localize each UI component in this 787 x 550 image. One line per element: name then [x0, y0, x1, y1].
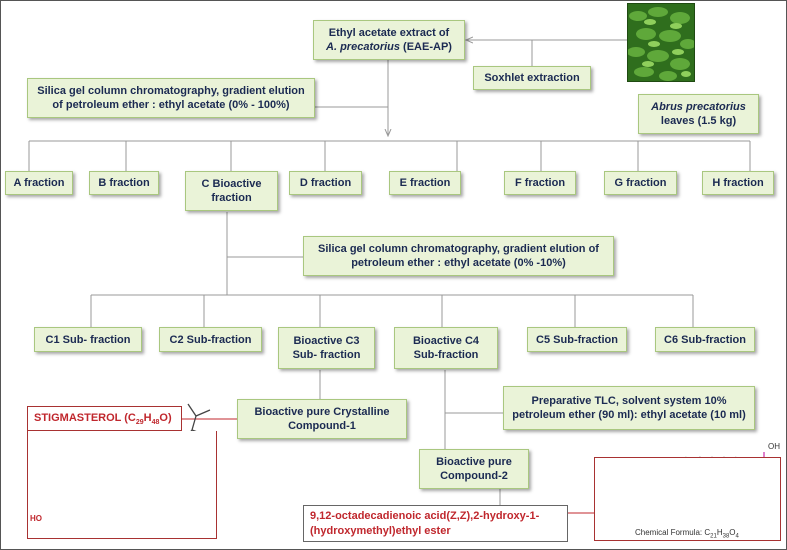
soxhlet-label: Soxhlet extraction [484, 72, 580, 84]
formula-label: Chemical Formula: C [635, 528, 711, 537]
extract-line1: Ethyl acetate extract of [328, 27, 450, 39]
compound-1-box: Bioactive pure Crystalline Compound-1 [237, 399, 407, 439]
compound2-line2: Compound-2 [440, 470, 508, 482]
formula-sub2: 38 [722, 533, 730, 540]
ester-structure-panel [594, 457, 781, 541]
column2-line2: petroleum ether : ethyl acetate (0% -10%… [351, 257, 566, 269]
subfraction-c4-label: Bioactive C4 Sub-fraction [412, 335, 480, 361]
column-chromatography-1: Silica gel column chromatography, gradie… [27, 78, 315, 118]
stigmasterol-name: STIGMASTEROL (C [34, 412, 136, 424]
subfraction-c1-label: C1 Sub- fraction [45, 333, 131, 346]
stigmasterol-sub1: 29 [135, 419, 144, 427]
subfraction-c6: C6 Sub-fraction [655, 327, 755, 352]
preparative-tlc-box: Preparative TLC, solvent system 10% petr… [503, 386, 755, 430]
tlc-line1: Preparative TLC, solvent system 10% [531, 395, 727, 407]
subfraction-c3-label: Bioactive C3 Sub- fraction [292, 335, 361, 361]
fraction-a: A fraction [5, 171, 73, 195]
fraction-b-label: B fraction [98, 177, 150, 189]
fraction-g-label: G fraction [614, 177, 667, 189]
fraction-c-label: C Bioactive fraction [201, 178, 262, 204]
fraction-b: B fraction [89, 171, 159, 195]
compound1-line1: Bioactive pure Crystalline [254, 406, 390, 418]
tlc-line2: petroleum ether (90 ml): ethyl acetate (… [512, 409, 746, 421]
stigmasterol-end: O) [159, 412, 172, 424]
fraction-h: H fraction [702, 171, 774, 195]
column1-line2: of petroleum ether : ethyl acetate (0% -… [52, 99, 290, 111]
ester-oh-label: OH [768, 442, 780, 451]
compound-2-box: Bioactive pure Compound-2 [419, 449, 529, 489]
extract-line2: A. precatorius (EAE-AP) [326, 40, 452, 54]
fraction-g: G fraction [604, 171, 677, 195]
fraction-f: F fraction [504, 171, 576, 195]
fraction-d: D fraction [289, 171, 362, 195]
ester-name-line2: (hydroxymethyl)ethyl ester [310, 525, 451, 537]
compound2-line1: Bioactive pure [436, 456, 512, 468]
compound1-line2: Compound-1 [288, 420, 356, 432]
column2-line1: Silica gel column chromatography, gradie… [318, 243, 599, 255]
stigmasterol-ho-label: HO [30, 514, 42, 523]
formula-end: O [729, 528, 736, 537]
leaves-image [628, 7, 694, 81]
subfraction-c2: C2 Sub-fraction [159, 327, 262, 352]
column1-line1: Silica gel column chromatography, gradie… [37, 85, 305, 97]
subfraction-c4-bioactive: Bioactive C4 Sub-fraction [394, 327, 498, 369]
chemical-formula: Chemical Formula: C21H38O4 [635, 528, 739, 540]
extract-code: (EAE-AP) [400, 41, 452, 53]
fraction-f-label: F fraction [514, 177, 566, 189]
stigmasterol-structure-panel [27, 431, 217, 539]
subfraction-c6-label: C6 Sub-fraction [664, 333, 746, 346]
fraction-h-label: H fraction [712, 177, 764, 189]
soxhlet-box: Soxhlet extraction [473, 66, 591, 90]
extract-box: Ethyl acetate extract of A. precatorius … [313, 20, 465, 60]
fraction-a-label: A fraction [13, 177, 65, 189]
subfraction-c1: C1 Sub- fraction [34, 327, 142, 352]
formula-mid: H [716, 528, 723, 537]
subfraction-c3-bioactive: Bioactive C3 Sub- fraction [278, 327, 375, 369]
subfraction-c5: C5 Sub-fraction [527, 327, 627, 352]
fraction-e: E fraction [389, 171, 461, 195]
stigmasterol-mid: H [143, 412, 152, 424]
fraction-c-bioactive: C Bioactive fraction [185, 171, 278, 211]
leaves-photo [627, 3, 695, 82]
extract-species: A. precatorius [326, 41, 400, 53]
fraction-d-label: D fraction [299, 177, 352, 189]
formula-sub3: 4 [735, 533, 739, 540]
leaves-species: Abrus precatorius [651, 101, 746, 113]
fraction-e-label: E fraction [399, 177, 451, 189]
stigmasterol-sub2: 48 [151, 419, 160, 427]
stigmasterol-label-box: STIGMASTEROL (C29H48O) [27, 406, 182, 431]
subfraction-c2-label: C2 Sub-fraction [169, 333, 252, 346]
ester-name-line1: 9,12-octadecadienoic acid(Z,Z),2-hydroxy… [310, 510, 540, 522]
ester-name-box: 9,12-octadecadienoic acid(Z,Z),2-hydroxy… [303, 505, 568, 542]
leaves-amount: leaves (1.5 kg) [660, 115, 737, 127]
leaves-box: Abrus precatorius leaves (1.5 kg) [638, 94, 759, 134]
subfraction-c5-label: C5 Sub-fraction [536, 333, 618, 346]
formula-sub1: 21 [710, 533, 717, 540]
column-chromatography-2: Silica gel column chromatography, gradie… [303, 236, 614, 276]
